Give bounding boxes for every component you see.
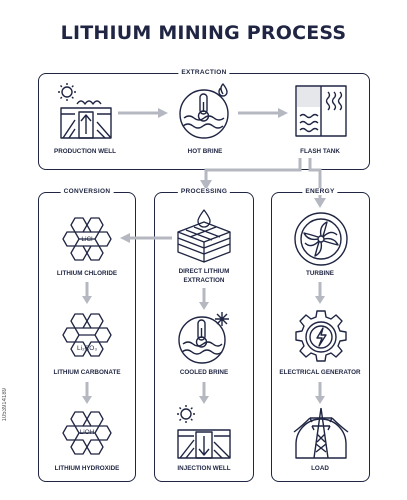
arrow-brine-to-flash bbox=[238, 108, 288, 118]
lithium-hydroxide-icon bbox=[58, 408, 116, 458]
dle-label-line2: EXTRACTION bbox=[183, 277, 225, 284]
flash-tank-label: FLASH TANK bbox=[300, 148, 340, 155]
flash-tank-icon bbox=[292, 82, 350, 140]
arrow-generator-to-load bbox=[315, 382, 325, 404]
lithium-chloride-icon bbox=[58, 214, 116, 264]
turbine-label: TURBINE bbox=[306, 270, 334, 277]
production-well-icon bbox=[55, 82, 117, 142]
cooled-brine-icon bbox=[174, 310, 234, 366]
arrow-chloride-to-carbonate bbox=[82, 282, 92, 304]
production-well-label: PRODUCTION WELL bbox=[54, 148, 116, 155]
load-label: LOAD bbox=[311, 465, 329, 472]
arrow-flash-to-processing bbox=[200, 158, 302, 190]
load-icon bbox=[292, 404, 350, 462]
direct-lithium-extraction-icon bbox=[174, 208, 234, 266]
energy-panel-title: ENERGY bbox=[302, 188, 338, 195]
lithium-carbonate-formula: Li₂CO₃ bbox=[77, 345, 97, 352]
lithium-chloride-label: LITHIUM CHLORIDE bbox=[56, 270, 118, 277]
cooled-brine-label: COOLED BRINE bbox=[179, 369, 229, 376]
side-id-text: 1053914189 bbox=[2, 388, 8, 422]
arrow-carbonate-to-hydroxide bbox=[82, 382, 92, 404]
page-title: LITHIUM MINING PROCESS bbox=[60, 22, 347, 44]
arrow-well-to-brine bbox=[118, 108, 168, 118]
arrow-dle-to-cooled bbox=[199, 288, 209, 310]
lithium-hydroxide-formula: LiOH bbox=[79, 429, 95, 436]
extraction-panel-title: EXTRACTION bbox=[178, 69, 230, 76]
processing-panel-title: PROCESSING bbox=[177, 188, 231, 195]
arrow-dle-to-chloride bbox=[120, 233, 172, 243]
turbine-icon bbox=[292, 210, 350, 268]
injection-well-label: INJECTION WELL bbox=[177, 465, 231, 472]
hot-brine-label: HOT BRINE bbox=[187, 148, 223, 155]
lithium-hydroxide-label: LITHIUM HYDROXIDE bbox=[54, 465, 120, 472]
lithium-carbonate-icon bbox=[58, 310, 116, 364]
arrow-turbine-to-generator bbox=[315, 282, 325, 304]
dle-label-line1: DIRECT LITHIUM bbox=[178, 268, 230, 275]
lithium-chloride-formula: LiCl bbox=[81, 236, 93, 243]
arrow-flash-to-energy bbox=[308, 158, 326, 208]
lithium-carbonate-label: LITHIUM CARBONATE bbox=[53, 369, 121, 376]
hot-brine-icon bbox=[176, 82, 236, 142]
injection-well-icon bbox=[174, 404, 234, 462]
conversion-panel-title: CONVERSION bbox=[60, 188, 114, 195]
electrical-generator-icon bbox=[292, 308, 350, 366]
arrow-cooled-to-injection bbox=[199, 382, 209, 404]
electrical-generator-label: ELECTRICAL GENERATOR bbox=[279, 369, 361, 376]
